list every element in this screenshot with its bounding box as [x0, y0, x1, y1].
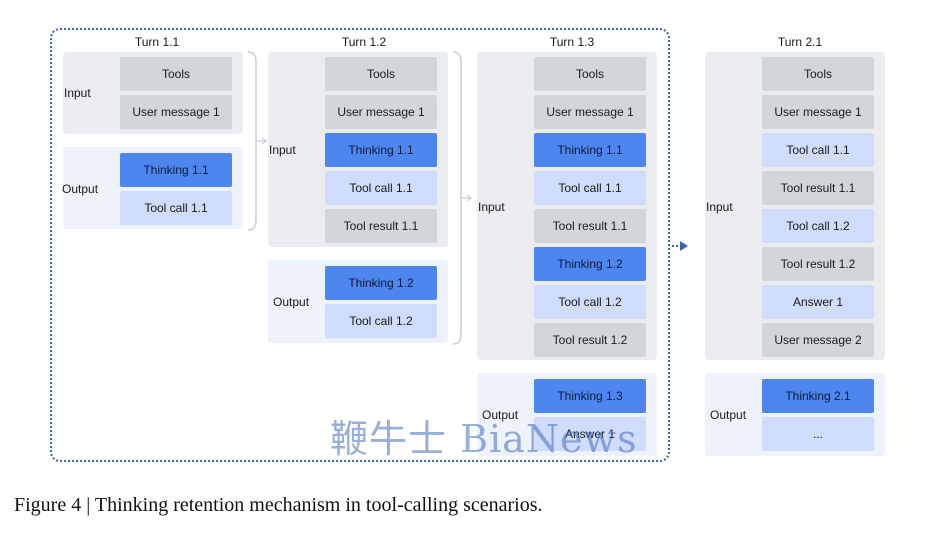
- turn-2-output-block: Tool call 1.2: [325, 304, 437, 338]
- watermark: 鞭牛士 BiaNews: [330, 417, 638, 461]
- turn-3-input-block: Thinking 1.2: [534, 247, 646, 281]
- turn-4-input-block: Tool result 1.2: [762, 247, 874, 281]
- turn-1-output-block: Tool call 1.1: [120, 191, 232, 225]
- turn-1-input-label: Input: [64, 86, 91, 100]
- arrow-turn-1-2-to-1-3: [462, 194, 472, 202]
- turn-2-output-label: Output: [273, 295, 310, 309]
- turn-2-input-block: Tools: [325, 57, 437, 91]
- turn-3-input-block: Tool call 1.1: [534, 171, 646, 205]
- bracket-turn-1-2: [452, 51, 462, 345]
- turn-3-title: Turn 1.3: [549, 35, 595, 49]
- turn-3-input-block: Tools: [534, 57, 646, 91]
- turn-3-output-label: Output: [482, 408, 519, 422]
- turn-4-input-label: Input: [706, 200, 733, 214]
- turn-4-output-block: Thinking 2.1: [762, 379, 874, 413]
- turn-3-input-block: Tool call 1.2: [534, 285, 646, 319]
- turn-1-input-block: Tools: [120, 57, 232, 91]
- turn-4-input-block: Tool call 1.1: [762, 133, 874, 167]
- turn-1-output-block: Thinking 1.1: [120, 153, 232, 187]
- turn-1-title: Turn 1.1: [134, 35, 180, 49]
- turn-2-title: Turn 1.2: [341, 35, 387, 49]
- turn-3-input-block: Tool result 1.2: [534, 323, 646, 357]
- turn-2-input-block: Tool result 1.1: [325, 209, 437, 243]
- turn-4-title: Turn 2.1: [777, 35, 823, 49]
- turn-4-input-block: User message 2: [762, 323, 874, 357]
- turn-1-output-label: Output: [62, 182, 99, 196]
- turn-3-input-label: Input: [478, 200, 505, 214]
- turn-2-output-block: Thinking 1.2: [325, 266, 437, 300]
- turn-4-output-label: Output: [710, 408, 747, 422]
- turn-3-output-block: Answer 1: [534, 417, 646, 451]
- turn-3-input-block: Thinking 1.1: [534, 133, 646, 167]
- turn-4-input-block: Tool result 1.1: [762, 171, 874, 205]
- bracket-turn-1-1: [247, 51, 257, 231]
- turn-2-input-label: Input: [269, 143, 296, 157]
- turn-4-input-block: Answer 1: [762, 285, 874, 319]
- turn-3-input-block: User message 1: [534, 95, 646, 129]
- turn-4-input-block: User message 1: [762, 95, 874, 129]
- turn-1-group-frame: [50, 28, 670, 462]
- turn-3-output-block: Thinking 1.3: [534, 379, 646, 413]
- turn-2-input-block: Thinking 1.1: [325, 133, 437, 167]
- turn-2-input-block: User message 1: [325, 95, 437, 129]
- turn-4-output-block: ...: [762, 417, 874, 451]
- turn-4-input-block: Tools: [762, 57, 874, 91]
- turn-4-input-block: Tool call 1.2: [762, 209, 874, 243]
- turn-3-input-block: Tool result 1.1: [534, 209, 646, 243]
- turn-1-input-block: User message 1: [120, 95, 232, 129]
- arrow-head-turn-1-to-2: [680, 241, 688, 251]
- turn-2-input-block: Tool call 1.1: [325, 171, 437, 205]
- figure-caption: Figure 4 | Thinking retention mechanism …: [14, 494, 543, 516]
- arrow-turn-1-1-to-1-2: [257, 137, 267, 145]
